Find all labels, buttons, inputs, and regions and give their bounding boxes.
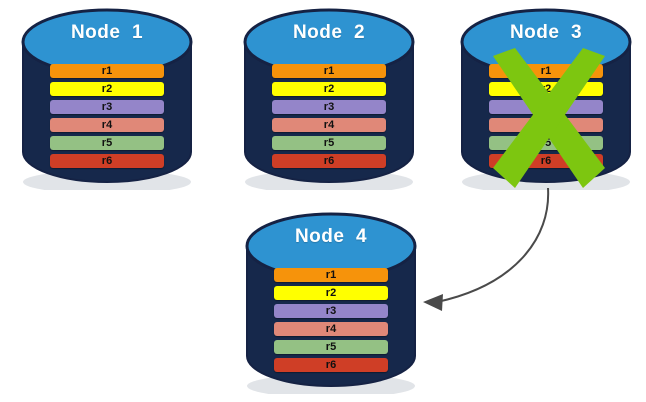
record-bar[interactable]: r5 <box>272 136 386 150</box>
record-bar[interactable]: r3 <box>489 100 603 114</box>
record-list: r1 r2 r3 r4 r5 r6 <box>272 64 386 168</box>
record-bar[interactable]: r4 <box>489 118 603 132</box>
record-bar[interactable]: r5 <box>489 136 603 150</box>
node-3[interactable]: Node 3 r1 r2 r3 r4 r5 r6 <box>455 4 637 190</box>
record-bar[interactable]: r6 <box>489 154 603 168</box>
record-list: r1 r2 r3 r4 r5 r6 <box>489 64 603 168</box>
record-list: r1 r2 r3 r4 r5 r6 <box>274 268 388 372</box>
record-bar[interactable]: r2 <box>272 82 386 96</box>
record-bar[interactable]: r1 <box>274 268 388 282</box>
record-bar[interactable]: r2 <box>489 82 603 96</box>
record-bar[interactable]: r4 <box>274 322 388 336</box>
record-bar[interactable]: r4 <box>50 118 164 132</box>
node-title: Node 1 <box>70 22 144 43</box>
record-bar[interactable]: r2 <box>274 286 388 300</box>
record-bar[interactable]: r3 <box>274 304 388 318</box>
node-1[interactable]: Node 1 r1 r2 r3 r4 r5 r6 <box>16 4 198 190</box>
node-4[interactable]: Node 4 r1 r2 r3 r4 r5 r6 <box>240 208 422 394</box>
record-bar[interactable]: r6 <box>272 154 386 168</box>
record-bar[interactable]: r1 <box>489 64 603 78</box>
record-bar[interactable]: r4 <box>272 118 386 132</box>
record-bar[interactable]: r3 <box>272 100 386 114</box>
node-title: Node 3 <box>509 22 583 43</box>
record-bar[interactable]: r6 <box>50 154 164 168</box>
node-title: Node 2 <box>292 22 366 43</box>
record-bar[interactable]: r1 <box>50 64 164 78</box>
node-title: Node 4 <box>294 226 368 247</box>
record-bar[interactable]: r6 <box>274 358 388 372</box>
record-list: r1 r2 r3 r4 r5 r6 <box>50 64 164 168</box>
record-bar[interactable]: r3 <box>50 100 164 114</box>
record-bar[interactable]: r2 <box>50 82 164 96</box>
node-2[interactable]: Node 2 r1 r2 r3 r4 r5 r6 <box>238 4 420 190</box>
record-bar[interactable]: r1 <box>272 64 386 78</box>
record-bar[interactable]: r5 <box>274 340 388 354</box>
record-bar[interactable]: r5 <box>50 136 164 150</box>
